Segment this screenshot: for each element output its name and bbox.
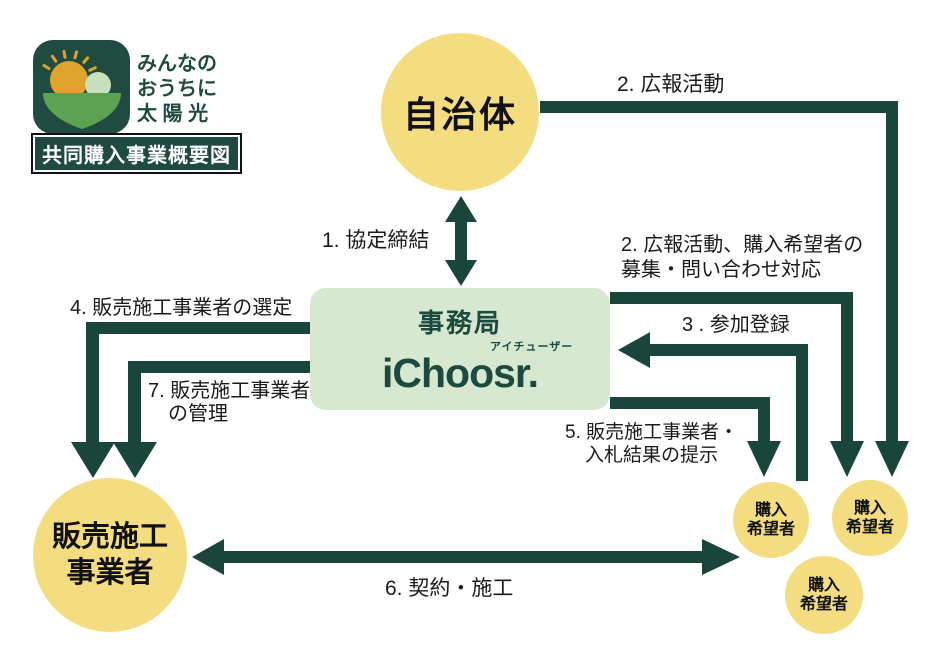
arrow2b-head (830, 441, 864, 477)
arrow2a-vbar (886, 101, 898, 443)
label-1-agreement: 1. 協定締結 (322, 229, 430, 252)
arrow4-hbar (86, 322, 310, 334)
arrow1-head-down (445, 260, 477, 286)
app-logo-icon (33, 40, 130, 134)
arrow1-head-up (445, 196, 477, 222)
node-municipality-label: 自治体 (402, 94, 517, 135)
label-2-pr: 2. 広報活動 (617, 73, 725, 96)
node-buyer-2-label: 購入希望者 (846, 499, 894, 537)
ichoosr-furigana: アイチューザー (490, 341, 574, 353)
node-buyer-1-label: 購入希望者 (747, 501, 795, 539)
arrow5-head (747, 441, 781, 477)
node-buyer-3: 購入希望者 (785, 556, 863, 634)
arrow4-vbar (86, 322, 99, 444)
arrow3-vbar (796, 344, 808, 481)
node-buyer-1: 購入希望者 (733, 482, 809, 558)
label-6-contract: 6. 契約・施工 (385, 577, 514, 600)
logo-tagline: みんなのおうちに太 陽 光 (137, 52, 217, 127)
label-3-registration: 3 . 参加登録 (682, 314, 790, 336)
buyer2-line1: 購入 (853, 500, 886, 517)
arrow2b-vbar (841, 292, 853, 443)
buyer1-line2: 希望者 (746, 521, 795, 538)
buyer3-line2: 希望者 (799, 596, 848, 613)
arrow5-hbar (610, 397, 770, 409)
node-buyer-3-label: 購入希望者 (800, 576, 848, 614)
buyer2-line2: 希望者 (845, 519, 894, 536)
tagline-line2: おうちに (137, 78, 217, 100)
arrow6-shaft (222, 551, 706, 563)
arrow3-head (618, 332, 650, 368)
arrow6-head-left (192, 539, 224, 575)
node-vendor-line2: 事業者 (66, 557, 154, 589)
label-5-line1: 5. 販売施工事業者・ (565, 422, 739, 443)
arrow5-vbar (758, 397, 770, 441)
label-2-recruitment-line1: 2. 広報活動、購入希望者の (621, 234, 864, 256)
buyer3-line1: 購入 (807, 577, 840, 594)
arrow3-hbar (648, 344, 808, 356)
node-secretariat-label: 事務局 (417, 308, 502, 338)
node-buyer-2: 購入希望者 (832, 480, 908, 556)
label-4-selection: 4. 販売施工事業者の選定 (70, 297, 293, 319)
label-2-recruitment: 2. 広報活動、購入希望者の募集・問い合わせ対応 (621, 233, 863, 283)
arrow1-shaft (455, 218, 467, 264)
label-7-management: 7. 販売施工事業者の管理 (148, 380, 310, 426)
buyer1-line1: 購入 (754, 502, 787, 519)
diagram-title-badge: 共同購入事業概要図 (31, 133, 242, 174)
arrow6-head-right (702, 539, 740, 575)
arrow2a-hbar (540, 101, 898, 113)
node-vendor: 販売施工事業者 (33, 478, 187, 632)
node-secretariat: 事務局 アイチューザー iChoosr. (310, 288, 610, 410)
ichoosr-logo-text: iChoosr. (381, 350, 539, 396)
tagline-line3: 太 陽 光 (137, 103, 209, 125)
label-7-line2: の管理 (168, 403, 228, 425)
arrow2a-head (875, 441, 909, 477)
node-municipality: 自治体 (381, 33, 539, 191)
arrow4-head (71, 442, 115, 478)
arrow2b-hbar (610, 292, 853, 304)
arrow7-hbar (128, 361, 310, 373)
arrow7-vbar (128, 361, 141, 444)
tagline-line1: みんなの (137, 53, 217, 75)
arrow7-head (113, 442, 157, 478)
node-vendor-line1: 販売施工 (51, 521, 168, 553)
label-7-line1: 7. 販売施工事業者 (148, 380, 311, 402)
node-vendor-label: 販売施工事業者 (52, 519, 168, 591)
label-5-line2: 入札結果の提示 (585, 445, 719, 466)
label-2-recruitment-line2: 募集・問い合わせ対応 (621, 259, 821, 281)
label-5-bid-results: 5. 販売施工事業者・入札結果の提示 (565, 421, 738, 467)
